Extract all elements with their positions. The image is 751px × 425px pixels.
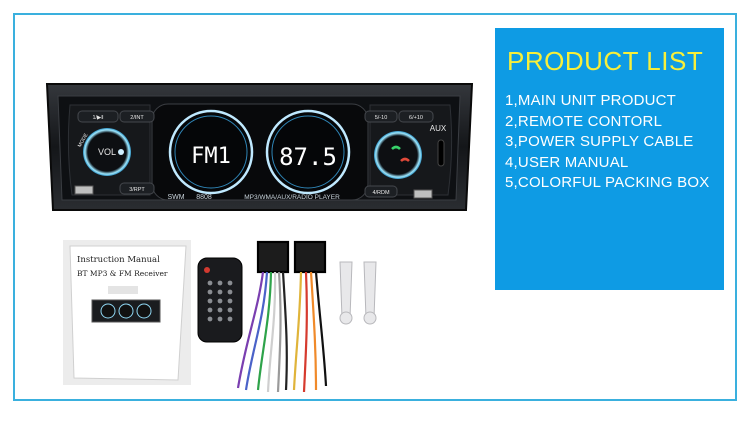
display-left-readout: FM1 <box>191 144 231 169</box>
product-list-title: PRODUCT LIST <box>507 46 704 76</box>
list-item: 1,MAIN UNIT PRODUCT <box>505 92 677 109</box>
radio-button-1: 1/▶‖ <box>92 115 103 121</box>
radio-button-2: 2/INT <box>130 115 144 121</box>
product-list-panel: PRODUCT LIST 1,MAIN UNIT PRODUCT 2,REMOT… <box>495 28 724 290</box>
mounting-keys <box>339 261 377 325</box>
radio-unit <box>45 83 474 211</box>
radio-button-6: 6/+10 <box>409 115 423 121</box>
manual-booklet <box>63 240 191 385</box>
radio-button-4: 4/RDM <box>372 190 390 196</box>
manual-subtitle: BT MP3 & FM Receiver <box>77 269 168 278</box>
list-item: 3,POWER SUPPLY CABLE <box>505 133 694 150</box>
radio-subtitle: MP3/WMA/AUX/RADIO PLAYER <box>244 194 340 201</box>
radio-vol-label: VOL <box>98 147 116 157</box>
display-right-readout: 87.5 <box>279 143 337 171</box>
manual-title: Instruction Manual <box>77 255 160 265</box>
radio-aux-label: AUX <box>430 124 447 133</box>
list-item: 4,USER MANUAL <box>505 153 629 171</box>
product-list: 1,MAIN UNIT PRODUCT 2,REMOTE CONTORL 3,P… <box>505 91 714 194</box>
radio-button-3: 3/RPT <box>129 187 145 193</box>
list-item: 5,COLORFUL PACKING BOX <box>505 174 710 191</box>
radio-model: 8808 <box>196 194 212 201</box>
radio-button-5: 5/-10 <box>375 115 388 121</box>
radio-brand: SWM <box>167 194 184 201</box>
remote-control <box>197 257 243 343</box>
power-cable-harness <box>236 240 328 393</box>
list-item: 2,REMOTE CONTORL <box>505 112 663 130</box>
